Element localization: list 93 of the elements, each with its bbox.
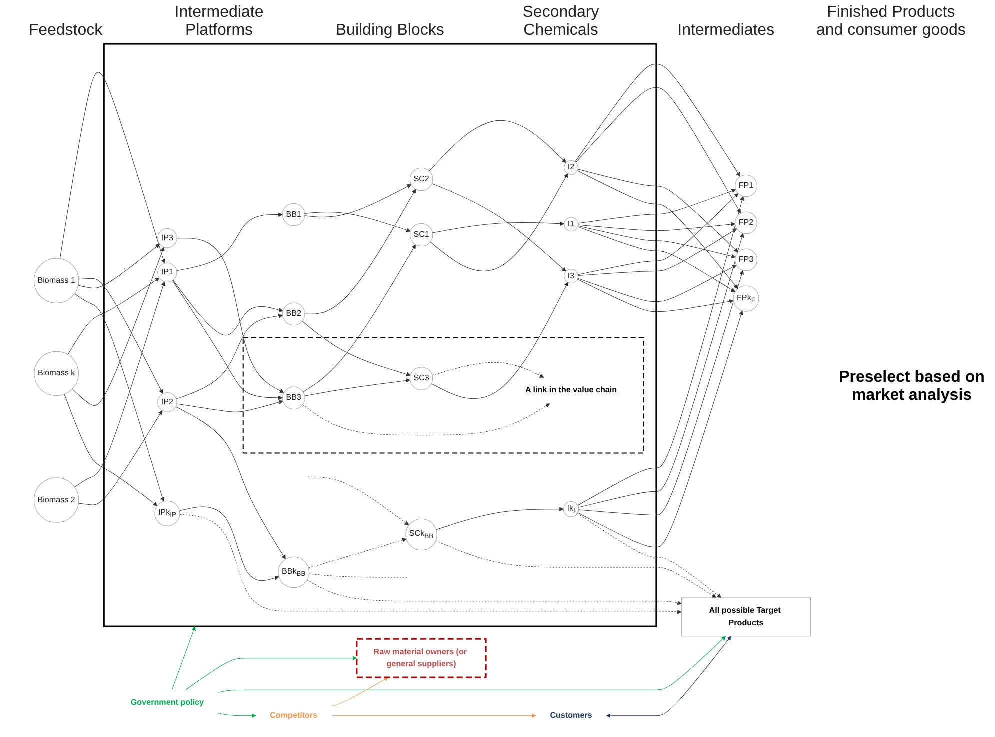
- arrow: [302, 404, 550, 436]
- arrow: [578, 222, 736, 232]
- arrow: [576, 88, 742, 214]
- node-circle: FP1: [735, 174, 758, 198]
- arrow: [303, 244, 416, 392]
- arrow: [172, 280, 284, 336]
- node-circle: FPk$_{F}$: [733, 286, 760, 312]
- node-circle: I2: [564, 160, 578, 175]
- arrow: [64, 394, 158, 506]
- arrow: [578, 193, 739, 276]
- arrow: [68, 278, 160, 355]
- arrow: [176, 406, 286, 560]
- node-circle: IPk$_{IP}$: [154, 500, 180, 526]
- cluster: [242, 337, 644, 454]
- arrow: [78, 244, 160, 288]
- arrow: [432, 222, 565, 234]
- cluster: [103, 43, 658, 628]
- column-heading: Secondary Chemicals: [522, 4, 600, 40]
- arrow: [218, 636, 726, 693]
- arrow: [308, 538, 407, 568]
- arrow: [304, 212, 411, 232]
- node-circle: BBk$_{BB}$: [278, 556, 310, 588]
- node-circle: Biomass 2: [34, 478, 80, 523]
- node-text: A link in the value chain: [525, 386, 618, 395]
- node-circle: SC3: [410, 367, 434, 390]
- arrow: [577, 513, 722, 598]
- arrow: [302, 321, 411, 376]
- arrow: [308, 476, 410, 526]
- arrow: [304, 378, 410, 396]
- arrow: [578, 169, 739, 253]
- node-circle: Biomass 1: [34, 258, 80, 304]
- column-heading: Feedstock: [28, 22, 103, 40]
- arrow: [578, 189, 736, 224]
- arrow: [578, 228, 738, 276]
- connector: [308, 574, 408, 578]
- arrow: [304, 184, 412, 218]
- arrow: [578, 310, 744, 548]
- arrow: [432, 362, 544, 378]
- arrow: [436, 540, 717, 598]
- node-circle: IP2: [158, 392, 178, 412]
- node-circle: Ik$_{I}$: [563, 502, 580, 518]
- arrow: [306, 580, 682, 606]
- arrow: [332, 677, 389, 706]
- node-circle: BB3: [282, 386, 306, 410]
- note: Preselect based on market analysis: [839, 368, 985, 404]
- arrow: [72, 247, 165, 406]
- arrow: [578, 226, 736, 259]
- arrow: [578, 226, 736, 292]
- node-text: Competitors: [270, 711, 318, 720]
- arrow: [176, 314, 283, 400]
- arrow: [606, 636, 732, 718]
- column-heading: Finished Products and consumer goods: [816, 4, 966, 40]
- arrow: [431, 282, 568, 400]
- arrow: [304, 189, 416, 314]
- arrow: [180, 514, 682, 614]
- arrow: [179, 506, 280, 582]
- arrow: [78, 410, 163, 506]
- arrow: [186, 656, 358, 690]
- node-circle: BB1: [282, 203, 306, 226]
- column-heading: Intermediate Platforms: [174, 4, 265, 40]
- arrow: [60, 72, 166, 264]
- arrow: [172, 626, 196, 690]
- arrow: [429, 120, 566, 172]
- node-circle: FP2: [735, 212, 758, 234]
- arrow: [176, 400, 284, 412]
- node-circle: Biomass k: [34, 351, 79, 396]
- arrow: [577, 279, 734, 312]
- node-circle: IP1: [158, 262, 178, 282]
- node-circle: FP3: [735, 248, 758, 272]
- node-box: All possible Target Products: [681, 598, 812, 637]
- node-circle: IP3: [158, 228, 178, 248]
- node-circle: I1: [564, 217, 578, 232]
- arrow: [172, 280, 283, 400]
- node-circle: SC2: [410, 168, 434, 192]
- node-circle: BB2: [282, 302, 306, 326]
- node-text: Customers: [550, 711, 592, 720]
- node-text: Government policy: [130, 698, 204, 708]
- node-box: Raw material owners (or general suppliers): [356, 638, 487, 678]
- arrow: [436, 507, 564, 530]
- node-circle: I3: [564, 269, 578, 284]
- arrow: [574, 64, 741, 177]
- node-circle: SC1: [410, 223, 434, 247]
- arrow: [578, 270, 744, 516]
- arrow: [578, 265, 737, 302]
- column-heading: Intermediates: [678, 22, 775, 40]
- arrow: [218, 713, 256, 718]
- column-heading: Building Blocks: [336, 22, 444, 40]
- arrow: [78, 278, 164, 394]
- arrow: [332, 714, 536, 718]
- node-circle: SCk$_{BB}$: [406, 518, 438, 551]
- arrow: [176, 238, 284, 394]
- arrow: [176, 212, 283, 272]
- arrow: [577, 170, 738, 290]
